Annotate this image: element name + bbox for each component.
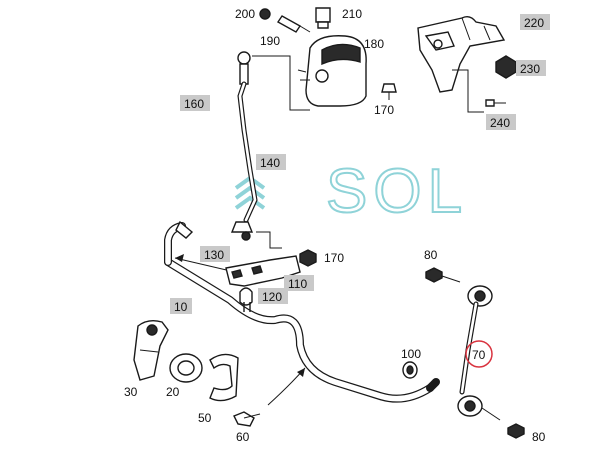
bushing-20 — [169, 353, 203, 383]
callout-200: 200 — [235, 7, 255, 21]
callout-60: 60 — [236, 430, 250, 444]
link-rod-140 — [230, 51, 310, 249]
callout-130: 130 — [204, 248, 224, 262]
watermark-text: SOL — [326, 157, 468, 226]
callout-110: 110 — [288, 277, 307, 291]
callout-20: 20 — [166, 385, 180, 399]
washer-100 — [402, 361, 418, 379]
callout-190: 190 — [260, 34, 280, 48]
tag-140 — [256, 154, 286, 170]
clamp-50 — [209, 353, 239, 402]
bar-clamp-left — [175, 220, 194, 239]
callout-220: 220 — [524, 16, 544, 30]
callout-240: 240 — [490, 116, 510, 130]
callout-100: 100 — [401, 347, 421, 361]
callout-160: 160 — [184, 97, 204, 111]
tag-220 — [520, 14, 550, 30]
watermark: SOL — [234, 156, 468, 227]
top-hardware — [259, 7, 331, 33]
callout-10: 10 — [174, 300, 188, 314]
bolt-60 — [233, 411, 261, 427]
callout-230: 230 — [520, 62, 540, 76]
callout-50: 50 — [198, 411, 212, 425]
tag-120 — [258, 288, 288, 304]
callout-210: 210 — [342, 7, 362, 21]
tag-130 — [200, 246, 230, 262]
callout-80-top: 80 — [424, 248, 438, 262]
tag-110 — [284, 275, 314, 291]
callout-140: 140 — [260, 156, 280, 170]
tag-240 — [486, 114, 516, 130]
tag-160 — [180, 95, 210, 111]
callout-120: 120 — [262, 290, 282, 304]
bearing-bracket-30 — [133, 319, 169, 381]
tag-230 — [516, 60, 546, 76]
callout-170-top: 170 — [374, 103, 394, 117]
mount-180 — [297, 35, 397, 107]
callout-80-bottom: 80 — [532, 430, 546, 444]
callout-30: 30 — [124, 385, 138, 399]
callouts: 200 210 190 180 220 230 160 170 240 140 … — [124, 7, 550, 444]
callout-180: 180 — [364, 37, 384, 51]
link-rod-70 — [425, 267, 525, 439]
callout-170-mid: 170 — [324, 251, 344, 265]
highlight-circle-70 — [465, 340, 493, 368]
tag-10 — [170, 298, 192, 314]
bracket-220 — [417, 15, 517, 113]
callout-70: 70 — [472, 348, 486, 362]
